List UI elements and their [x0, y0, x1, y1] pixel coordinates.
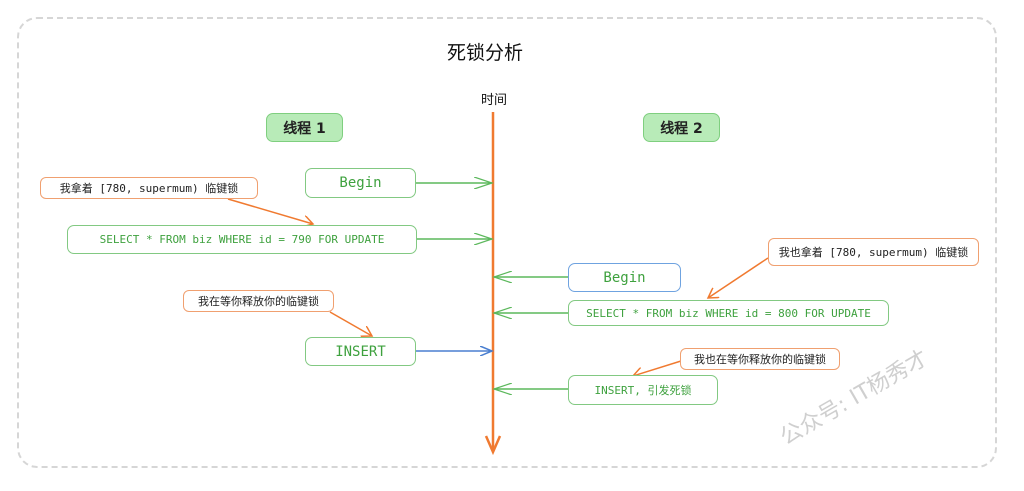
diagram-title: 死锁分析: [446, 41, 523, 64]
timeline-label: 时间: [480, 92, 507, 108]
thread-1-header: 线程 1: [266, 113, 343, 142]
note-arrow-2: [329, 311, 372, 336]
t1-begin-step: Begin: [305, 168, 416, 198]
note-t2-wait: 我也在等你释放你的临键锁: [680, 348, 840, 370]
timeline-arrowhead: [484, 435, 502, 456]
t1-insert-step: INSERT: [305, 337, 416, 366]
note-arrow-1: [227, 198, 313, 224]
note-t1-lock: 我拿着 [780, supermum) 临键锁: [40, 177, 258, 199]
note-t2-lock: 我也拿着 [780, supermum) 临键锁: [768, 238, 979, 266]
t1-select-step: SELECT * FROM biz WHERE id = 790 FOR UPD…: [67, 225, 417, 254]
note-t1-wait: 我在等你释放你的临键锁: [183, 290, 334, 312]
diagram-frame: [17, 17, 997, 468]
thread-2-header: 线程 2: [643, 113, 720, 142]
note-arrow-4: [633, 360, 682, 376]
t2-select-step: SELECT * FROM biz WHERE id = 800 FOR UPD…: [568, 300, 889, 326]
t2-insert-step: INSERT, 引发死锁: [568, 375, 718, 405]
t2-begin-step: Begin: [568, 263, 681, 292]
note-arrow-3: [708, 257, 769, 298]
